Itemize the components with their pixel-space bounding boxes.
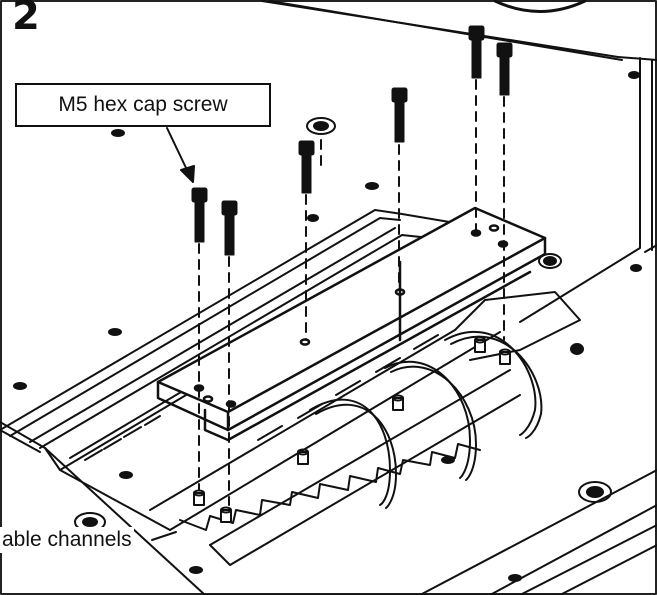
m5-screws [191, 25, 513, 256]
callout-leader-arrow [166, 127, 195, 183]
screw-3 [298, 140, 315, 194]
channel-leader-line [151, 531, 177, 541]
cable-wires [309, 331, 543, 509]
standoffs [193, 336, 511, 523]
screw-2 [221, 200, 238, 256]
base-holes [13, 71, 642, 582]
screw-callout-label: M5 hex cap screw [58, 93, 228, 116]
screw-guide-lines [198, 79, 505, 506]
screw-callout-box: M5 hex cap screw [15, 83, 271, 127]
screw-1 [191, 187, 208, 243]
screw-5 [468, 25, 485, 79]
step-number: 2 [12, 0, 40, 39]
cable-channels-label: able channels [0, 527, 134, 553]
screw-6 [496, 42, 513, 96]
screw-4 [391, 87, 408, 143]
reference-circle-arc [493, 0, 587, 13]
